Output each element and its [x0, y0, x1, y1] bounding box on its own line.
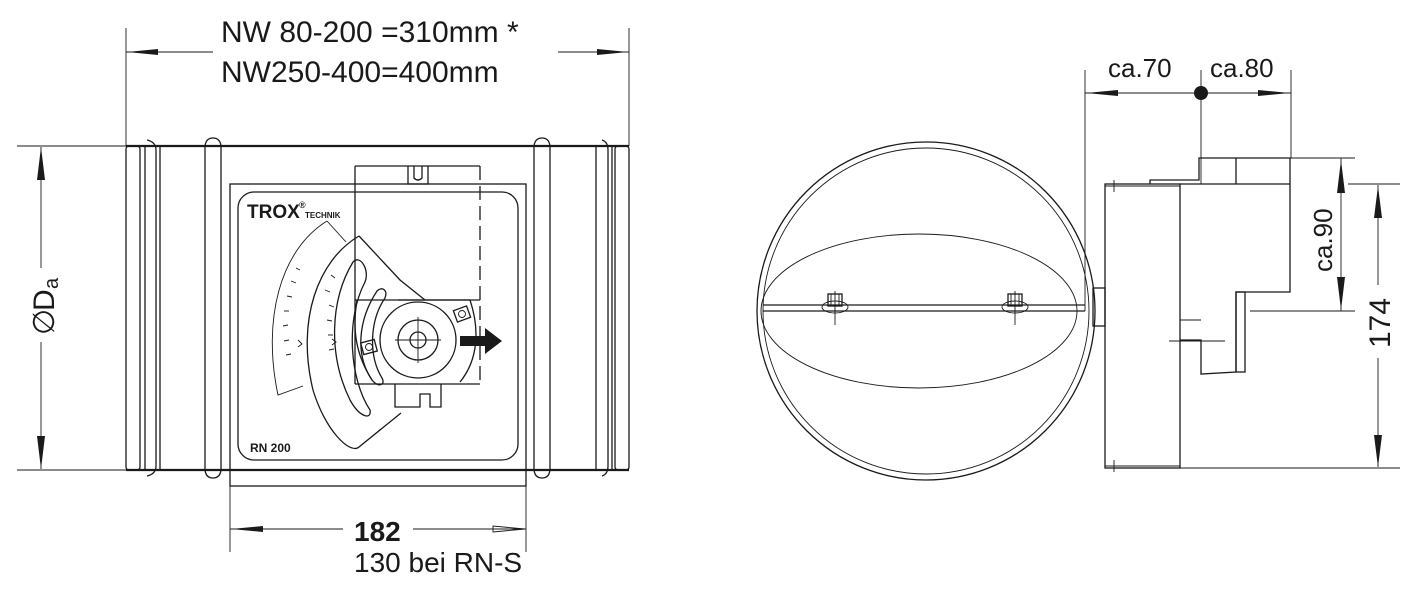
flow-direction-arrow-icon: [460, 328, 502, 354]
model-label: RN 200: [250, 441, 291, 455]
diameter-dimension: ∅ D a: [17, 145, 126, 471]
dim-ca70: ca.70: [1108, 53, 1172, 83]
duct-body: [125, 137, 630, 479]
side-view: NW 80-200 =310mm * NW250-400=400mm ∅ D a: [17, 16, 630, 578]
brand-reg: ®: [299, 200, 306, 210]
dim-ca80: ca.80: [1210, 53, 1274, 83]
actuator-mechanism: [354, 299, 502, 383]
front-view: ca.70 ca.80 ca.90 174: [756, 53, 1400, 481]
brand-trox: TROX: [247, 202, 300, 223]
actuator-width-value: 182: [354, 516, 401, 547]
length-dimension: NW 80-200 =310mm * NW250-400=400mm: [125, 16, 630, 146]
dim-174: 174: [1364, 298, 1397, 348]
dim-ca90: ca.90: [1308, 208, 1338, 272]
brand-technik: TECHNIK: [305, 211, 341, 220]
length-dim-text-1: NW 80-200 =310mm *: [221, 16, 519, 49]
actuator-width-alt: 130 bei RN-S: [354, 547, 522, 578]
diameter-label: D: [28, 289, 61, 311]
length-dim-text-2: NW250-400=400mm: [221, 56, 499, 89]
damper-blade-view: [756, 141, 1106, 481]
adjustment-scale: [271, 220, 426, 450]
height-dimensions: ca.90 174: [1180, 157, 1400, 469]
actuator-side-profile: [1104, 157, 1291, 472]
dimension-origin-dot: [1194, 86, 1208, 100]
diameter-subscript: a: [41, 277, 63, 289]
blade-bolt-left: [821, 291, 849, 325]
dim-arrow-right: [597, 49, 628, 55]
depth-dimensions: ca.70 ca.80: [1084, 53, 1292, 311]
actuator-width-dimension: 182 130 bei RN-S: [229, 486, 527, 578]
blade-bolt-right: [1001, 291, 1029, 325]
brand-label: TROX ® TECHNIK RN 200: [247, 200, 341, 455]
diameter-symbol: ∅: [28, 309, 61, 335]
dim-arrow-left: [127, 49, 158, 55]
